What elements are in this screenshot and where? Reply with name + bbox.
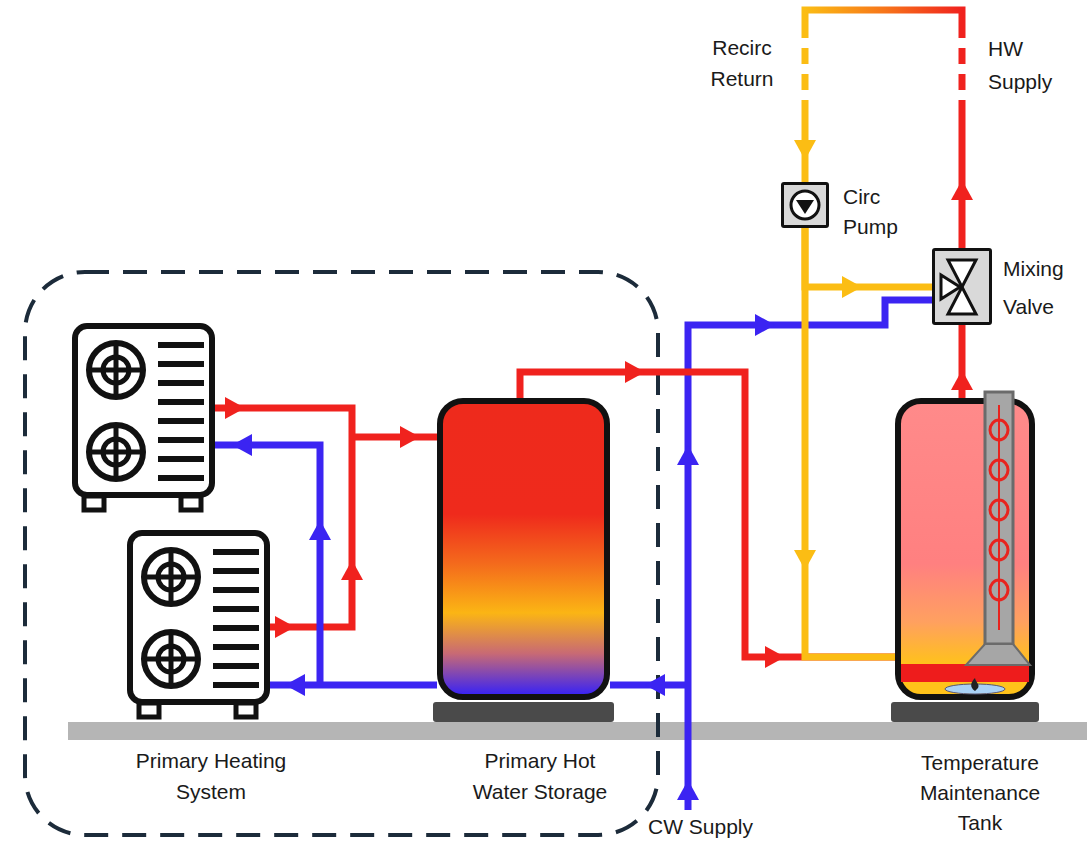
pipe-connector	[951, 325, 973, 398]
pipe-connector	[215, 434, 437, 696]
burner-flame	[971, 678, 978, 691]
fan-spokes	[89, 343, 143, 397]
recirc-pipe-dashed	[802, 22, 809, 108]
storage-tank: Primary Hot Water Storage	[437, 398, 610, 700]
valve-box: Mixing Valve	[932, 248, 992, 325]
flow-arrow	[794, 140, 816, 160]
heater-band	[901, 664, 1029, 682]
flow-arrowhead	[225, 397, 245, 419]
fan-ring	[89, 425, 143, 479]
heater-tube	[985, 392, 1013, 644]
flow-arrow	[677, 445, 699, 465]
fan-spokes	[144, 550, 198, 604]
unit-foot	[84, 496, 104, 510]
valve-symbol	[948, 260, 976, 287]
flow-arrowhead	[951, 370, 973, 390]
flow-arrowhead	[275, 616, 295, 638]
burner	[945, 684, 1005, 694]
fan-ring	[144, 550, 198, 604]
label-anchor: Recirc Return	[697, 32, 787, 94]
pipe-line	[215, 408, 437, 627]
flow-arrowhead	[842, 276, 862, 298]
flow-arrowhead	[400, 426, 420, 448]
heater-coil	[990, 460, 1008, 480]
flow-arrow	[951, 180, 973, 200]
label-anchor: CW Supply	[648, 815, 763, 839]
flow-arrowhead	[232, 434, 252, 456]
hot-supply-pipe	[959, 108, 966, 248]
node-label: Temperature Maintenance Tank	[905, 748, 1055, 838]
heater-coil	[990, 500, 1008, 520]
flow-arrowhead	[285, 674, 305, 696]
pipe-line	[215, 445, 437, 685]
flow-arrowhead	[765, 646, 785, 668]
heater-funnel	[966, 644, 1030, 665]
loop-pipe	[805, 10, 962, 22]
flow-arrowhead	[341, 560, 363, 580]
maintenance-tank: Temperature Maintenance Tank	[895, 398, 1035, 700]
node-label: Mixing Valve	[1003, 250, 1083, 326]
pipe-connector	[794, 228, 895, 657]
heat-pump-group: Primary Heating System	[72, 323, 270, 718]
system-boundary	[25, 272, 658, 835]
fan-spokes	[144, 632, 198, 686]
label-anchor: HW Supply	[988, 32, 1078, 98]
hot-supply-pipe-dashed	[959, 22, 966, 108]
pipe-label: HW Supply	[988, 32, 1078, 98]
unit-casing	[75, 326, 212, 495]
heater-coil	[998, 405, 1000, 630]
heat-pump-unit	[130, 533, 267, 717]
tank-base	[433, 702, 614, 722]
pump-symbol-arrow	[796, 200, 814, 214]
unit-casing	[130, 533, 267, 702]
unit-grille	[158, 345, 204, 478]
unit-foot	[181, 496, 201, 510]
node-label: Circ Pump	[843, 182, 918, 242]
pump-box: Circ Pump	[781, 182, 829, 228]
pipe-connector	[805, 228, 932, 298]
unit-grille	[213, 552, 259, 685]
valve-symbol	[941, 275, 960, 299]
valve-symbol	[948, 287, 976, 314]
unit-foot	[236, 703, 256, 717]
flow-arrowhead	[625, 361, 645, 383]
fan-spokes	[89, 425, 143, 479]
tank-base	[891, 702, 1039, 722]
flow-arrowhead	[794, 550, 816, 570]
fan-ring	[144, 632, 198, 686]
flow-arrow	[677, 780, 699, 800]
node-label: Primary Heating System	[116, 745, 306, 807]
flow-arrowhead	[309, 520, 331, 540]
pipe-connector	[215, 397, 437, 638]
heat-pump-unit	[75, 326, 212, 510]
flow-arrow	[755, 314, 775, 336]
heater-coil	[990, 580, 1008, 600]
pipe-label: CW Supply	[648, 815, 763, 839]
flow-arrow	[645, 674, 665, 696]
heater-coil	[990, 540, 1008, 560]
pipe-label: Recirc Return	[697, 32, 787, 94]
heater-coil	[990, 420, 1008, 440]
floor-slab	[68, 722, 1087, 740]
unit-foot	[139, 703, 159, 717]
node-label: Primary Hot Water Storage	[458, 745, 623, 807]
pipe-line	[805, 228, 895, 657]
fan-ring	[89, 343, 143, 397]
pump-symbol	[791, 191, 819, 219]
